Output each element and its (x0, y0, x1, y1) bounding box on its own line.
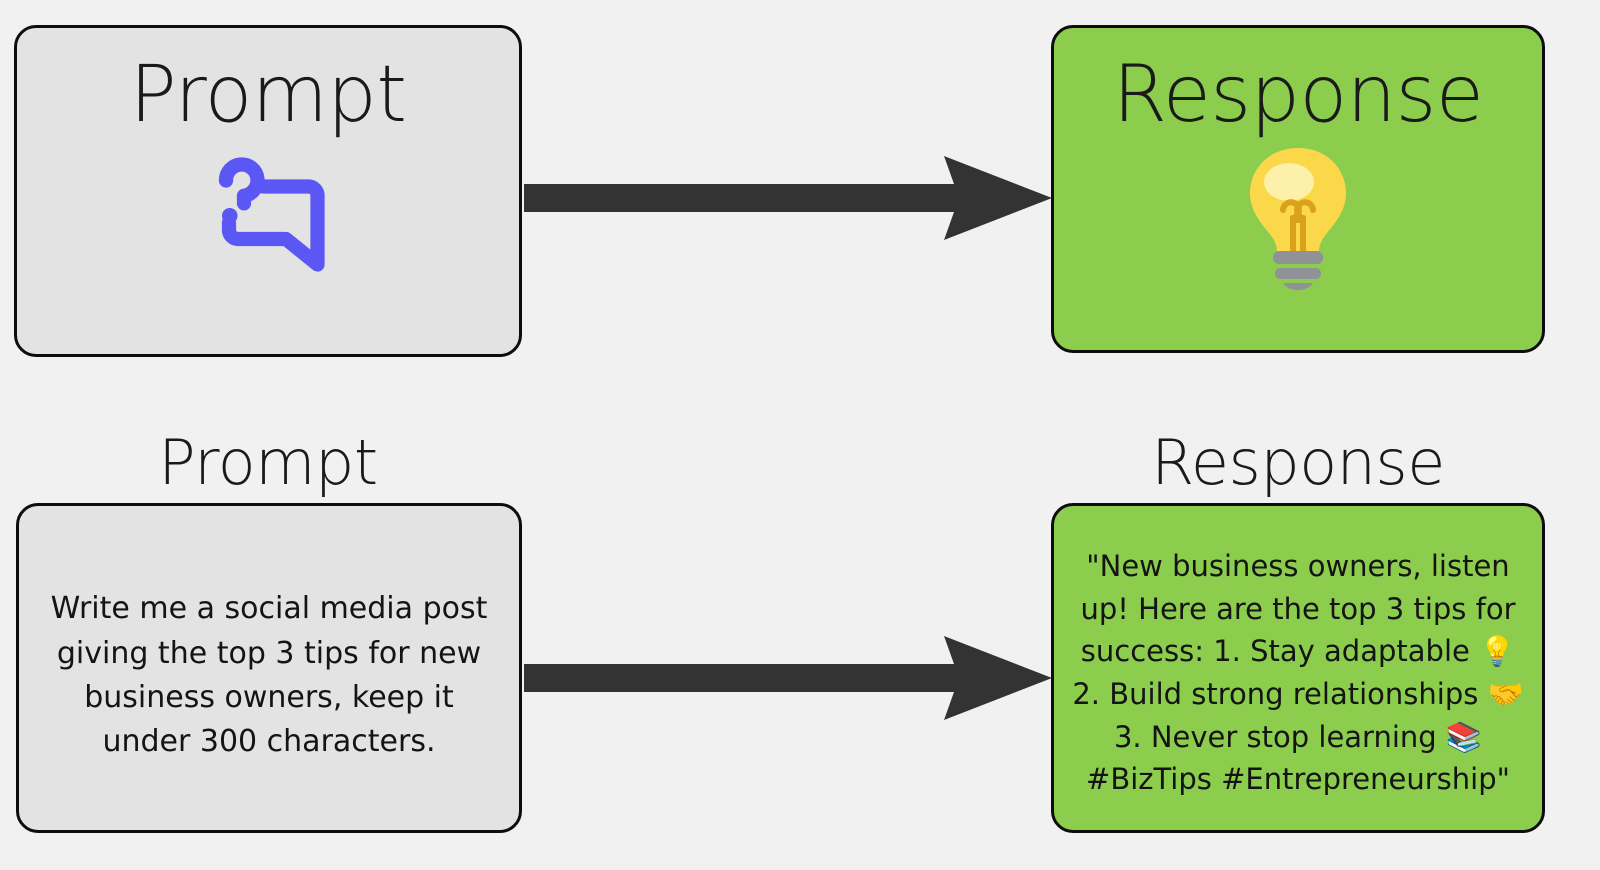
response-node-bottom[interactable]: "New business owners, listen up! Here ar… (1051, 503, 1545, 833)
prompt-node-top[interactable]: Prompt (14, 25, 522, 357)
prompt-node-bottom[interactable]: Write me a social media post giving the … (16, 503, 522, 833)
arrow-right-bottom (524, 636, 1052, 720)
lightbulb-icon-wrap (1233, 140, 1363, 290)
arrow-right-icon (524, 636, 1052, 720)
arrow-right-top (524, 156, 1052, 240)
arrow-right-icon (524, 156, 1052, 240)
response-body-text: "New business owners, listen up! Here ar… (1072, 549, 1524, 797)
lightbulb-icon (1250, 148, 1346, 290)
prompt-title-top: Prompt (129, 50, 407, 140)
prompt-title-bottom: Prompt (158, 426, 378, 499)
speech-bubble-question-icon-wrap (193, 140, 343, 290)
response-title-top: Response (1112, 50, 1484, 140)
speech-bubble-question-icon (218, 157, 325, 272)
response-node-top[interactable]: Response (1051, 25, 1545, 353)
prompt-body-text: Write me a social media post giving the … (50, 591, 488, 760)
response-title-bottom: Response (1151, 426, 1445, 499)
